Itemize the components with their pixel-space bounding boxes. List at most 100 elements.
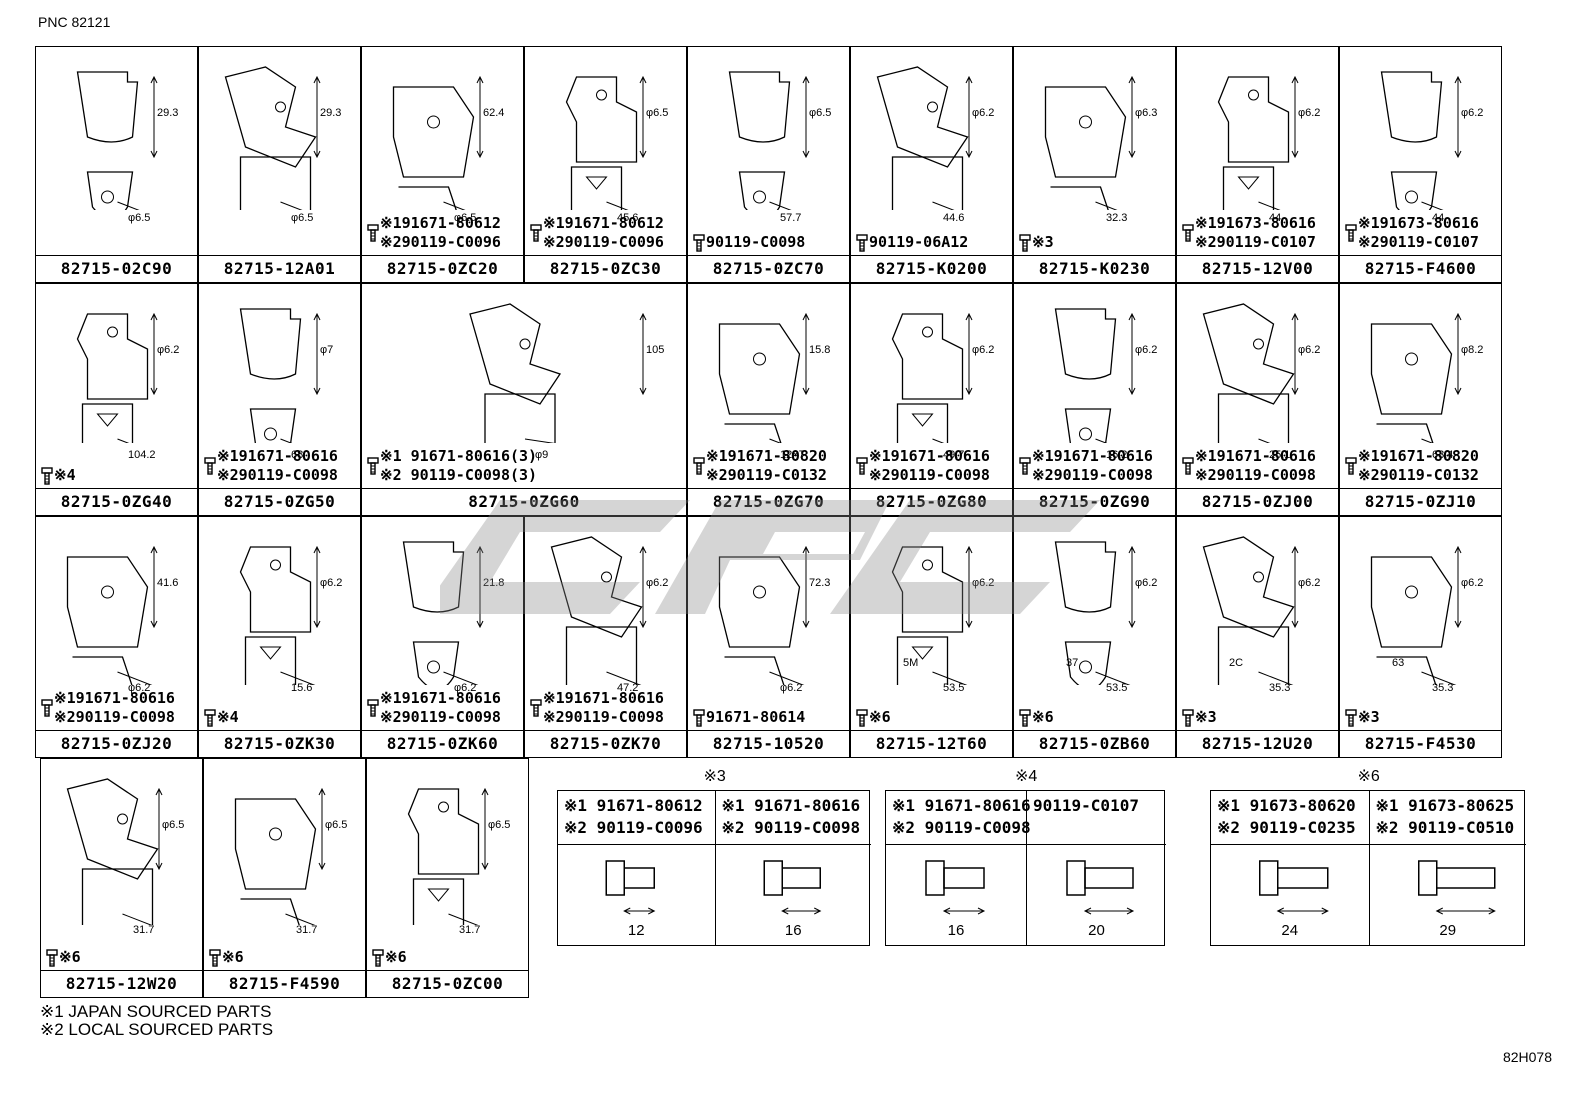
pnc-label: PNC 82121 bbox=[38, 14, 111, 30]
bolt-spec-text: 91671-80614 bbox=[706, 708, 806, 726]
part-number: 82715-12A01 bbox=[199, 255, 360, 282]
bracket-drawing bbox=[392, 75, 484, 210]
bolt-spec: ※4 bbox=[203, 708, 239, 727]
dimension-label: 44 bbox=[1269, 212, 1282, 224]
bracket-drawing bbox=[239, 545, 321, 685]
dimension-label: φ6.5 bbox=[488, 819, 511, 831]
part-number: 82715-F4590 bbox=[204, 970, 365, 997]
bolt-spec: ※6 bbox=[45, 948, 81, 967]
bolt-spec: ※6 bbox=[371, 948, 407, 967]
bracket-drawing bbox=[224, 66, 321, 210]
bolt-column: ※1 91671-80616 ※2 90119-C0098 16 bbox=[886, 791, 1031, 945]
bracket-drawing bbox=[1054, 541, 1136, 685]
bracket-drawing bbox=[1370, 545, 1462, 685]
bracket-drawing bbox=[1054, 308, 1136, 443]
bracket-drawing bbox=[239, 308, 321, 443]
dimension-label: φ6.2 bbox=[1135, 577, 1158, 589]
bolt-spec-text: ※191671-80616 ※290119-C0098 bbox=[54, 689, 175, 726]
part-number: 82715-0ZG80 bbox=[851, 488, 1012, 515]
bolt-spec-text: 90119-06A12 bbox=[869, 233, 969, 251]
dimension-label: φ6.2 bbox=[646, 577, 669, 589]
bolt-spec: ※6 bbox=[855, 708, 891, 727]
bolt-spec: ※191671-80616 ※290119-C0098 bbox=[1181, 447, 1316, 485]
bracket-drawing bbox=[728, 71, 810, 210]
dimension-label: φ6.3 bbox=[1135, 107, 1158, 119]
bolt-spec-text: 90119-C0098 bbox=[706, 233, 806, 251]
part-number: 82715-K0230 bbox=[1014, 255, 1175, 282]
part-number: 82715-0ZK70 bbox=[525, 730, 686, 757]
part-number: 82715-0ZB60 bbox=[1014, 730, 1175, 757]
dimension-label: 15.8 bbox=[809, 344, 831, 356]
bolt-spec: ※191671-80820 ※290119-C0132 bbox=[692, 447, 827, 485]
bolt-spec: ※191671-80616 ※290119-C0098 bbox=[855, 447, 990, 485]
bracket-drawing bbox=[1202, 303, 1299, 443]
table-title: ※3 bbox=[703, 768, 726, 785]
dimension-label: 5M bbox=[903, 657, 919, 669]
dimension-label: 68 bbox=[291, 449, 304, 461]
dimension-label: 32.3 bbox=[1106, 212, 1128, 224]
note-local: ※2 LOCAL SOURCED PARTS bbox=[40, 1020, 274, 1039]
part-cell: φ6.249.7※191671-80616 ※290119-C009882715… bbox=[850, 283, 1013, 516]
bracket-drawing bbox=[876, 66, 973, 210]
bolt-spec-text: ※191673-80616 ※290119-C0107 bbox=[1358, 214, 1479, 251]
bolt-spec: ※191671-80612 ※290119-C0096 bbox=[529, 214, 664, 252]
bolt-spec: ※6 bbox=[208, 948, 244, 967]
part-number: 82715-0ZJ00 bbox=[1177, 488, 1338, 515]
dimension-label: 31.7 bbox=[133, 924, 155, 936]
bolt-icon bbox=[1259, 860, 1329, 915]
bracket-drawing bbox=[1370, 312, 1462, 443]
dimension-label: φ6.5 bbox=[162, 819, 185, 831]
bracket-drawing bbox=[891, 312, 973, 443]
bolt-spec-text: ※191673-80616 ※290119-C0107 bbox=[1195, 214, 1316, 251]
dimension-label: φ6.2 bbox=[1461, 577, 1484, 589]
bolt-spec: 91671-80614 bbox=[692, 708, 805, 727]
bolt-icon bbox=[605, 860, 656, 915]
part-number: 82715-0ZC00 bbox=[367, 970, 528, 997]
bolt-spec: ※191671-80616 ※290119-C0098 bbox=[40, 689, 175, 727]
bolt-length: 20 bbox=[1088, 922, 1105, 939]
bracket-drawing bbox=[718, 312, 810, 443]
part-cell: φ6.5 31.7 ※6 82715-0ZC00 bbox=[366, 758, 529, 998]
bolt-spec: ※191671-80616 ※290119-C0098 bbox=[203, 447, 338, 485]
dimension-label: φ6.5 bbox=[325, 819, 348, 831]
dimension-label: φ6.5 bbox=[291, 212, 314, 224]
dimension-label: 47.2 bbox=[617, 682, 639, 694]
part-number: 82715-0ZJ20 bbox=[36, 730, 197, 757]
bolt-spec: ※191673-80616 ※290119-C0107 bbox=[1344, 214, 1479, 252]
part-number: 82715-0ZC20 bbox=[362, 255, 523, 282]
bolt-column: 90119-C0107 20 bbox=[1026, 791, 1166, 945]
bracket-drawing bbox=[66, 778, 163, 925]
part-number: 82715-0ZC70 bbox=[688, 255, 849, 282]
dimension-label: 72.3 bbox=[809, 577, 831, 589]
dimension-label: φ6.2 bbox=[1298, 344, 1321, 356]
part-cell: φ6.2 47.2※191671-80616 ※290119-C0098 82715… bbox=[524, 516, 687, 758]
dimension-label: 105 bbox=[646, 344, 665, 356]
bracket-drawing bbox=[1217, 75, 1299, 210]
dimension-label: 53.5 bbox=[1106, 682, 1128, 694]
dimension-label: 2C bbox=[1229, 657, 1244, 669]
part-number: 82715-0ZG70 bbox=[688, 488, 849, 515]
dimension-label: 29.3 bbox=[320, 107, 342, 119]
footnotes: ※1 JAPAN SOURCED PARTS ※2 LOCAL SOURCED … bbox=[40, 1003, 273, 1039]
part-number: 82715-0ZG50 bbox=[199, 488, 360, 515]
dimension-label: φ6.2 bbox=[972, 344, 995, 356]
part-number: 82715-10520 bbox=[688, 730, 849, 757]
bolt-spec: 90119-06A12 bbox=[855, 233, 968, 252]
dimension-label: φ6.2 bbox=[128, 682, 151, 694]
dimension-label: 63.4 bbox=[1432, 449, 1454, 461]
dimension-label: 45.6 bbox=[617, 212, 639, 224]
bolt-spec: ※1 91671-80616(3) ※2 90119-C0098(3) bbox=[366, 447, 537, 485]
bolt-spec-text: ※191671-80616 ※290119-C0098 bbox=[543, 689, 664, 726]
bolt-spec: ※191671-80616 ※290119-C0098 bbox=[366, 689, 501, 727]
dimension-label: 31.7 bbox=[459, 924, 481, 936]
bolt-spec-text: ※191671-80616 ※290119-C0098 bbox=[1032, 447, 1153, 484]
